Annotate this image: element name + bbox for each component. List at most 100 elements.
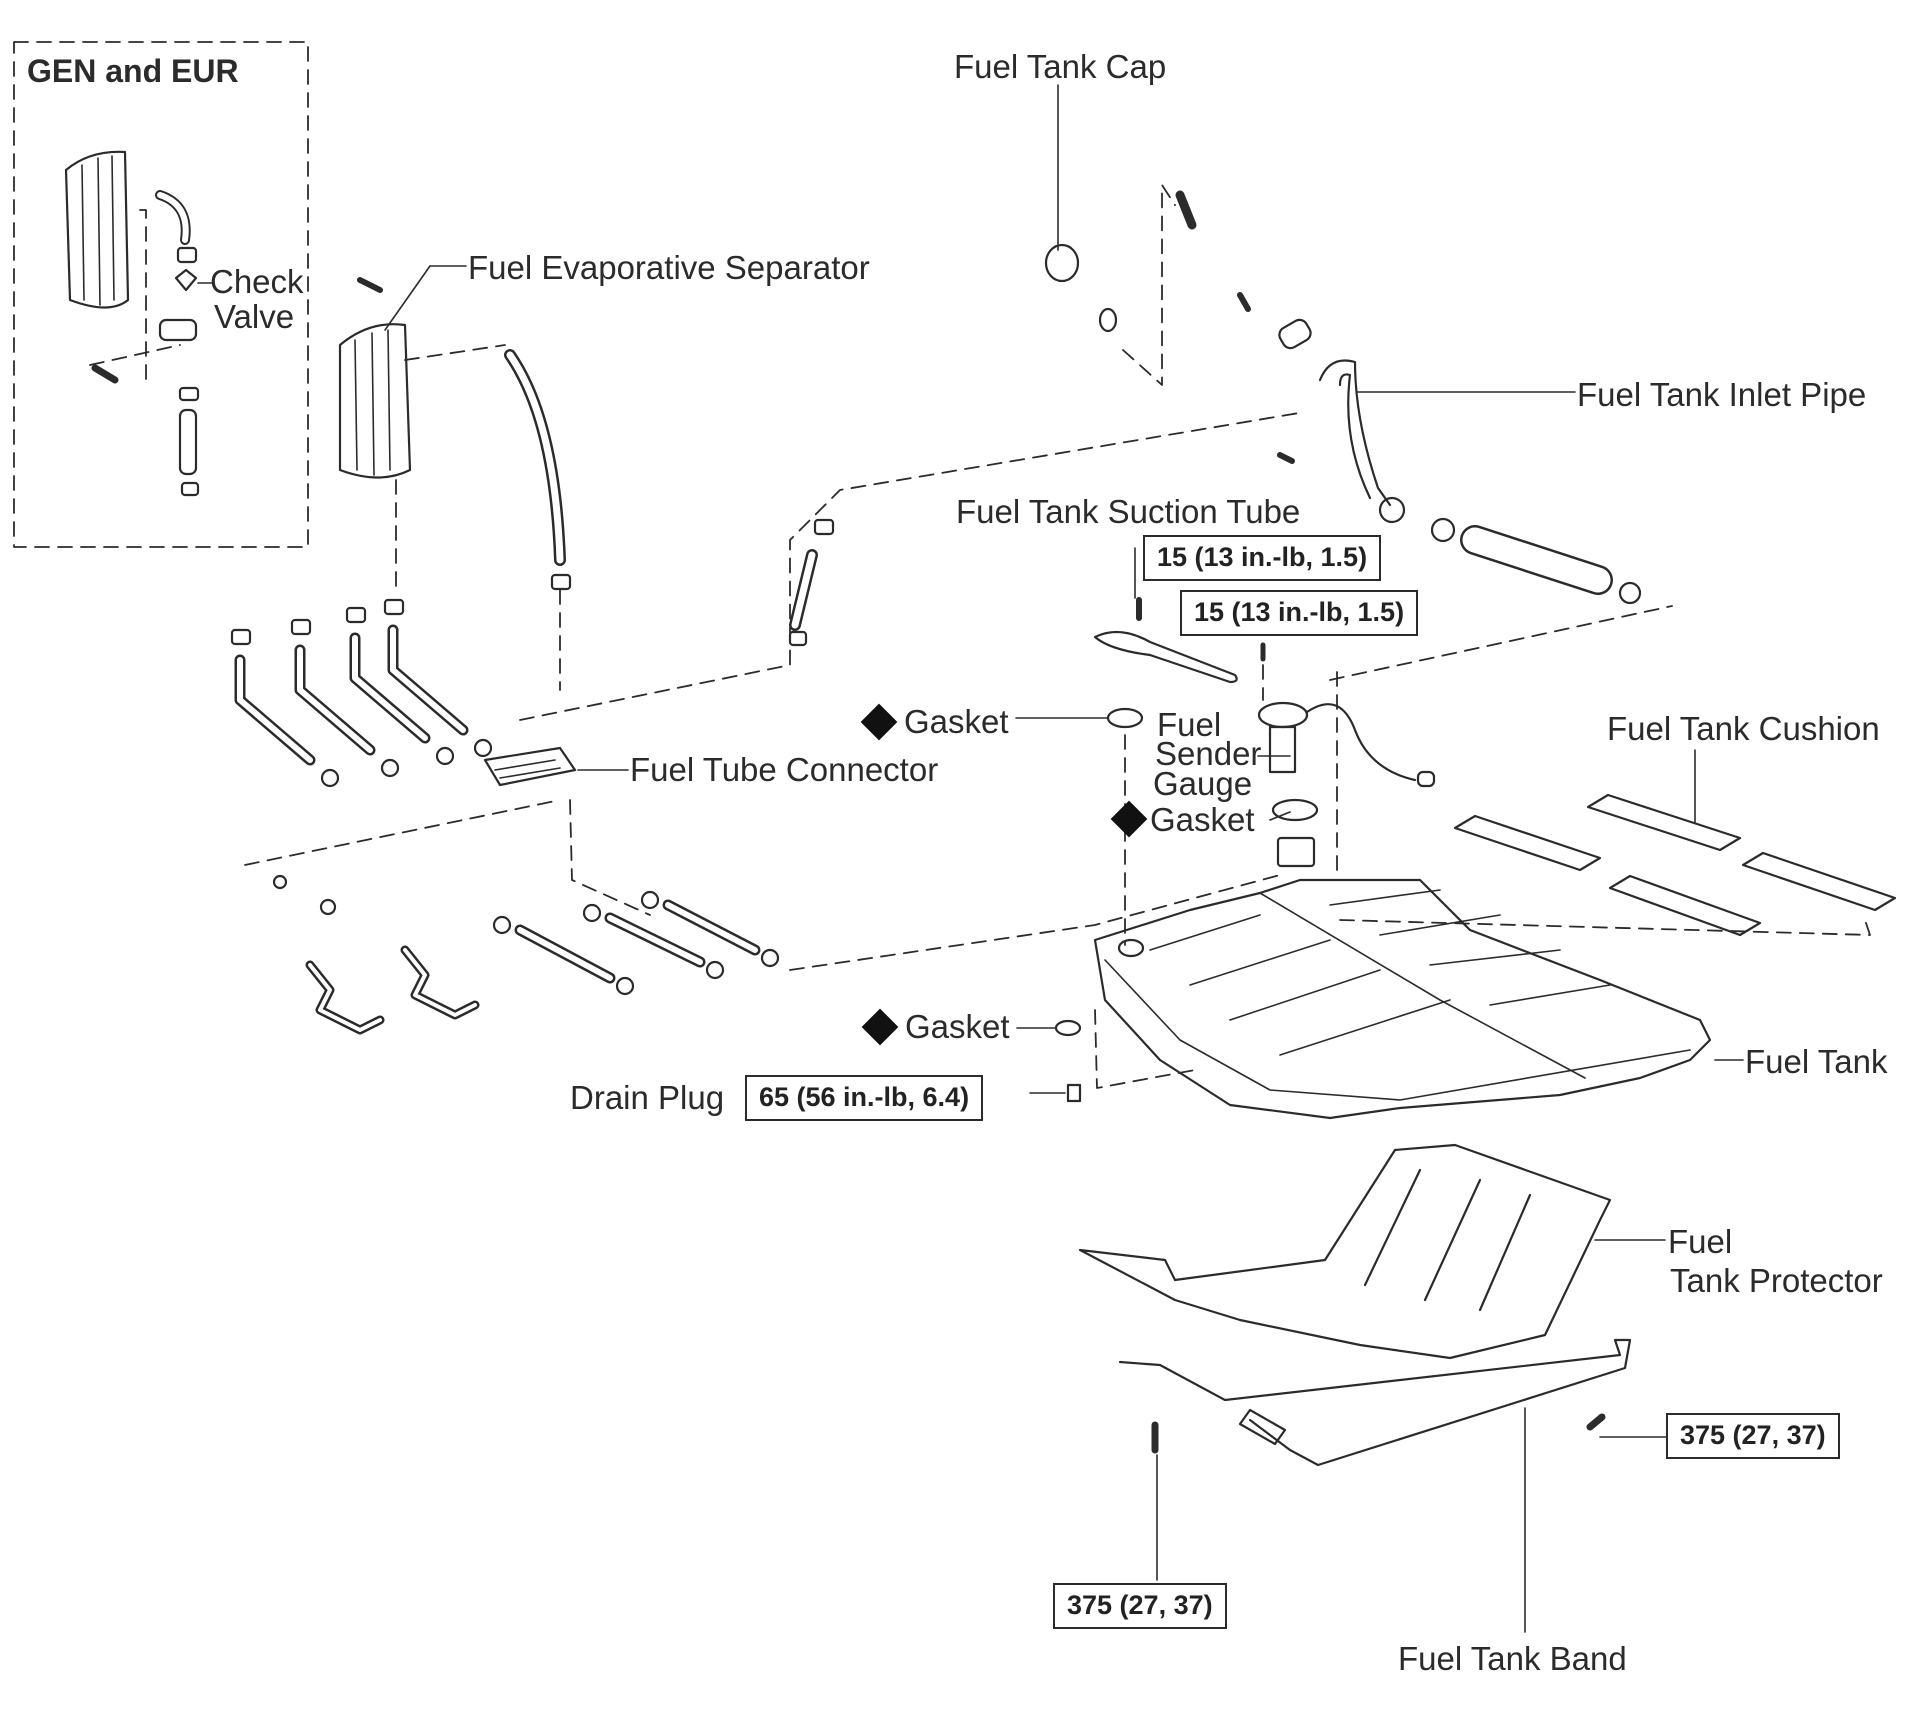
label-fuel-tank-suction-tube: Fuel Tank Suction Tube (956, 493, 1301, 530)
label-gasket-upper: Gasket (904, 703, 1009, 740)
fuel-tank-suction-tube-part (1095, 632, 1237, 682)
label-fuel-tank-protector-line2: Tank Protector (1670, 1262, 1883, 1299)
torque-spec-drain-plug: 65 (56 in.-lb, 6.4) (745, 1075, 984, 1121)
tube-clamp-top (385, 600, 403, 614)
dash-drain (1095, 1010, 1195, 1088)
fuel-tank-cushion-pad (1588, 795, 1740, 850)
inlet-clamp-2 (1620, 583, 1640, 603)
gasket-part-drain (1056, 1021, 1080, 1035)
label-fuel-sender-gauge-line2: Sender (1155, 735, 1262, 772)
short-tube-inner (795, 555, 812, 625)
inset-clamp (178, 248, 196, 262)
grommet (274, 876, 286, 888)
inset-evaporative-separator (66, 152, 128, 308)
label-check-valve-line2: Valve (214, 298, 295, 335)
tube-clamp-top (232, 630, 250, 644)
fuel-evaporative-separator-part (340, 324, 410, 477)
lower-tube-clamp-end (707, 962, 723, 978)
inlet-hose-inner (1475, 540, 1598, 580)
inlet-grommet (1277, 317, 1314, 351)
torque-spec-band-bolt-right: 375 (27, 37) (1666, 1413, 1840, 1459)
check-valve-part (176, 270, 196, 290)
protector-ribs (1365, 1170, 1530, 1310)
fuel-tank-sender-hole (1119, 940, 1143, 956)
torque-spec-suction-tube-bolt: 15 (13 in.-lb, 1.5) (1143, 535, 1382, 581)
leader-gasket-sender (1270, 812, 1290, 820)
lower-tube-clamp-end (617, 978, 633, 994)
label-fuel-tank-cap: Fuel Tank Cap (954, 48, 1167, 85)
label-fuel-evaporative-separator: Fuel Evaporative Separator (468, 249, 870, 286)
bent-fuel-tube-inner (393, 630, 463, 730)
fuel-sender-gauge-top (1259, 703, 1307, 727)
label-fuel-tank-cushion: Fuel Tank Cushion (1607, 710, 1880, 747)
band-bracket (1240, 1410, 1285, 1444)
inset-dash-bolt (90, 345, 180, 365)
fuel-tank-rib (1490, 985, 1610, 1005)
inset-bracket (160, 320, 196, 340)
dash-cap-assembly (1123, 185, 1175, 385)
dash-connector-to-inlet (520, 412, 1305, 720)
lower-tube-clamp (584, 905, 600, 921)
clamp-upper-tube (815, 520, 833, 534)
fuel-tank-rib (1430, 950, 1560, 965)
label-fuel-tank-inlet-pipe: Fuel Tank Inlet Pipe (1577, 376, 1867, 413)
hose-long-inner (510, 355, 560, 560)
fuel-tank-rib (1330, 890, 1440, 905)
straight-fuel-tube-inner (520, 930, 610, 978)
bent-fuel-tube-inner (300, 650, 370, 750)
fuel-tank-cap-part (1046, 245, 1078, 281)
grommet-2 (321, 900, 335, 914)
inlet-pipe-end (1380, 498, 1404, 522)
inlet-screw (1240, 295, 1248, 309)
hose-clamp (552, 575, 570, 589)
fuel-tank-rib (1150, 915, 1260, 950)
straight-fuel-tube-inner (610, 918, 700, 962)
dash-connector-lower-left (245, 800, 560, 865)
fuel-tank-rib (1190, 940, 1330, 985)
inset-hose-bend-inner (160, 195, 186, 240)
band-bolt-right (1590, 1417, 1602, 1427)
tube-clamp-bottom (382, 760, 398, 776)
inlet-filler-part (1180, 195, 1192, 225)
inset-dash-vert (140, 210, 146, 380)
label-fuel-tank-band: Fuel Tank Band (1398, 1640, 1627, 1677)
clamp-lower-tube (790, 632, 806, 645)
fuel-tank-rib (1280, 1000, 1450, 1055)
label-fuel-tank-protector-line1: Fuel (1668, 1223, 1733, 1260)
lower-tube-clamp-end (762, 950, 778, 966)
sender-gauge-connector (1418, 772, 1434, 786)
inset-separator-ribs (82, 156, 114, 305)
sender-gauge-body (1270, 727, 1295, 772)
inlet-clamp (1432, 519, 1454, 541)
dash-separator-hose (405, 345, 505, 360)
dash-cushion-edge (1340, 920, 1870, 935)
connector-detail (495, 760, 560, 778)
inset-box-gen-eur (14, 42, 308, 547)
tube-clamp-bottom (437, 748, 453, 764)
gasket-part-upper (1108, 709, 1142, 727)
inset-tube (180, 410, 196, 474)
fuel-tube-connector-part (485, 748, 575, 785)
fuel-tank-protector-part (1080, 1145, 1610, 1358)
inset-title-gen-eur: GEN and EUR (27, 53, 239, 89)
label-fuel-tank: Fuel Tank (1745, 1043, 1888, 1080)
cap-gasket (1100, 309, 1116, 331)
label-gasket-sender: Gasket (1150, 801, 1255, 838)
label-drain-plug: Drain Plug (570, 1079, 725, 1116)
label-fuel-tube-connector: Fuel Tube Connector (630, 751, 939, 788)
inset-clamp-lower (180, 388, 198, 400)
tube-clamp-bottom (322, 770, 338, 786)
label-fuel-sender-gauge-line1: Fuel (1157, 706, 1222, 743)
z-shaped-tube (310, 965, 380, 1030)
leader-evaporative-separator (385, 266, 430, 330)
separator-bolt (360, 280, 380, 290)
sender-gauge-wire (1307, 704, 1415, 780)
bent-fuel-tube-inner (355, 638, 425, 738)
z-shaped-tube (405, 950, 475, 1015)
z-shaped-tube-inner (405, 950, 475, 1015)
lower-tube-clamp (494, 917, 510, 933)
label-check-valve-line1: Check (210, 263, 304, 300)
tube-clamp-top (347, 608, 365, 622)
torque-spec-band-bolt-left: 375 (27, 37) (1053, 1583, 1227, 1629)
fuel-tank-inlet-pipe-outer (1320, 360, 1390, 505)
